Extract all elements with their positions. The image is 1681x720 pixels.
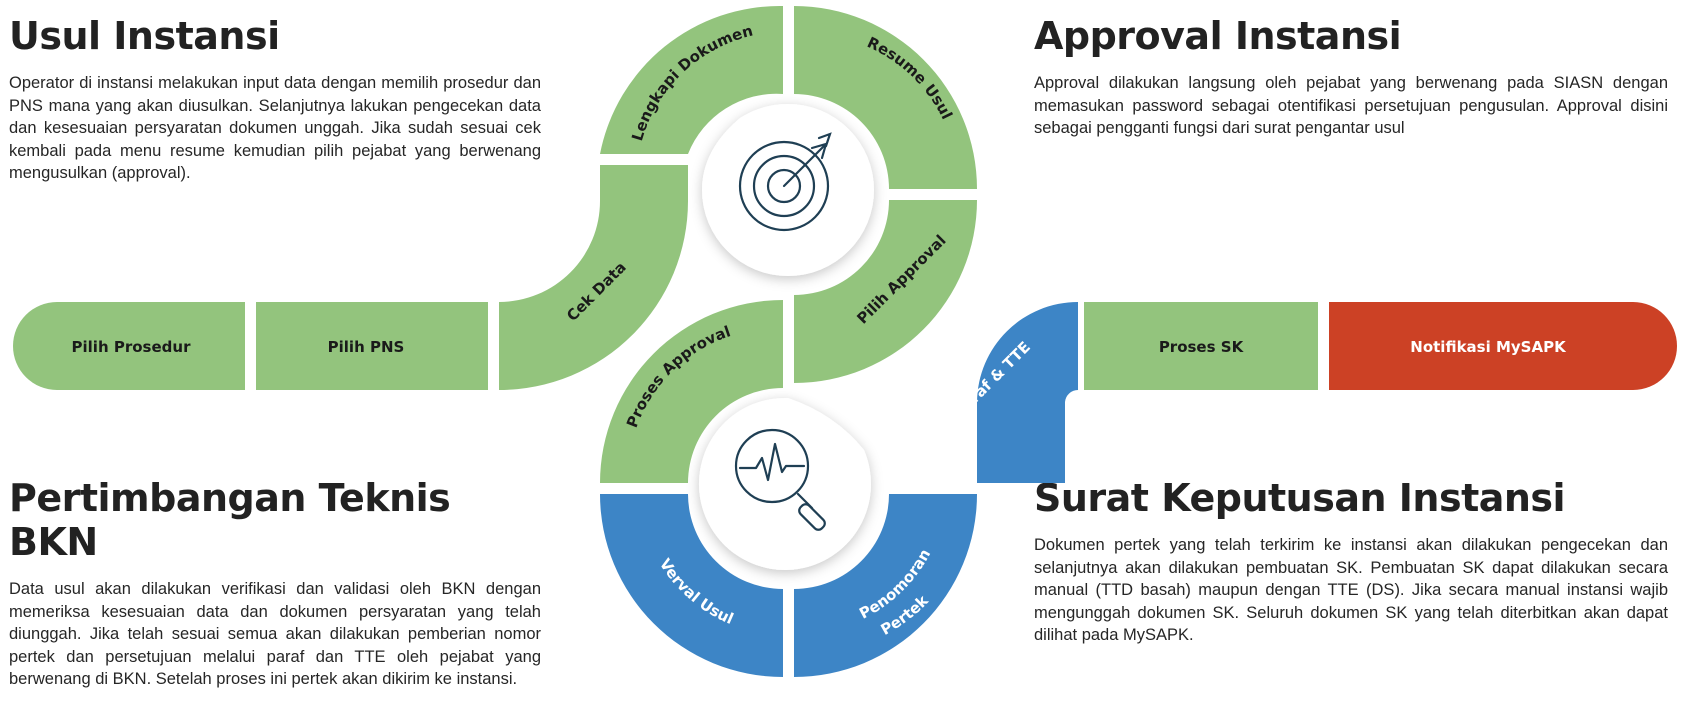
approval-instansi-section: Approval Instansi Approval dilakukan lan… [1034,14,1668,140]
step-verval-usul [600,494,783,677]
step-proses-approval [600,300,783,483]
step-proses-sk [1084,302,1318,390]
step-pilih-prosedur [13,302,245,390]
label-pilih-prosedur: Pilih Prosedur [72,338,192,356]
step-resume-usul [794,6,977,189]
step-notifikasi-mysapk [1329,302,1677,390]
pertimbangan-teknis-title: Pertimbangan Teknis BKN [9,476,451,564]
pertimbangan-teknis-text: Data usul akan dilakukan verifikasi dan … [9,580,541,688]
usul-instansi-title: Usul Instansi [9,14,280,58]
surat-keputusan-title: Surat Keputusan Instansi [1034,476,1566,520]
step-lengkapi-dokumen [600,5,783,155]
bottom-center-badge [698,397,871,570]
target-arrow-icon [738,132,832,232]
top-center-badge [702,104,874,276]
usul-instansi-section: Usul Instansi Operator di instansi melak… [9,14,541,185]
label-notifikasi-mysapk: Notifikasi MySAPK [1410,338,1567,356]
pertimbangan-teknis-section: Pertimbangan Teknis BKN Data usul akan d… [9,476,541,691]
step-penomoran-pertek [794,494,977,677]
step-pilih-approval [794,200,977,383]
step-pilih-pns [256,302,488,390]
step-cek-data [499,165,688,390]
magnifier-pulse-icon [734,428,826,531]
label-pilih-pns: Pilih PNS [328,338,405,356]
approval-instansi-title: Approval Instansi [1034,14,1402,58]
usul-instansi-text: Operator di instansi melakukan input dat… [9,74,541,182]
label-proses-sk: Proses SK [1159,338,1245,356]
approval-instansi-text: Approval dilakukan langsung oleh pejabat… [1034,74,1668,137]
surat-keputusan-text: Dokumen pertek yang telah terkirim ke in… [1034,536,1668,644]
step-paraf-tte [977,302,1078,483]
surat-keputusan-section: Surat Keputusan Instansi Dokumen pertek … [1034,476,1668,647]
